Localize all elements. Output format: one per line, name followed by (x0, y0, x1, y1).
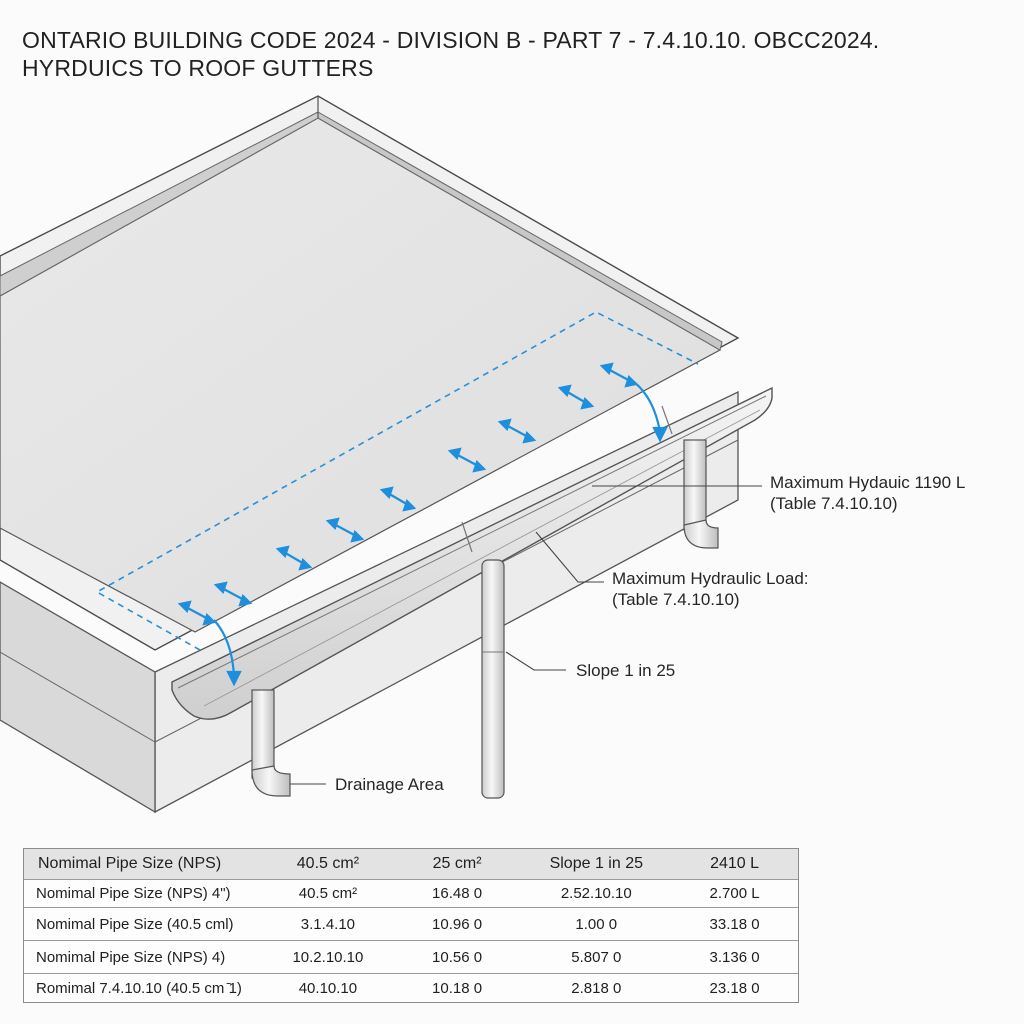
table-header-row: Nomimal Pipe Size (NPS) 40.5 cm² 25 cm² … (24, 849, 798, 879)
flow-double-arrow-icon (213, 581, 253, 607)
table-cell: 2.700 L (709, 884, 760, 902)
table-cell: 10.56 0 (432, 948, 483, 966)
leader-lines (290, 485, 762, 785)
callout-drainage-area: Drainage Area (335, 775, 444, 794)
flow-double-arrow-icon (599, 362, 639, 388)
flow-double-arrow-icon (379, 486, 417, 512)
table-header-cell: 2410 L (710, 854, 760, 872)
table-cell: 3.1.4.10 (300, 915, 356, 933)
table-row: Nomimal Pipe Size (40.5 cml) 3.1.4.10 10… (24, 907, 798, 941)
table-row: Romimal 7.4.10.10 (40.5 cm ̄1) 40.10.10 … (24, 973, 798, 1003)
downspout-right (683, 439, 719, 549)
downspout-arrow-icon (633, 381, 668, 443)
title-line-2: HYRDUICS TO ROOF GUTTERS (22, 55, 374, 81)
callout-max-hydraulic-load: Maximum Hydraulic Load: (Table 7.4.10.10… (612, 569, 809, 609)
flow-double-arrow-icon (447, 447, 487, 473)
table-cell: 1.00 0 (575, 915, 618, 933)
table-cell: Nomimal Pipe Size (NPS) 4) (36, 948, 226, 966)
gutter (171, 386, 773, 720)
table-cell: 3.136 0 (709, 948, 760, 966)
table-cell: Nomimal Pipe Size (40.5 cml) (36, 915, 234, 933)
table-cell: 2.52.10.10 (560, 884, 632, 902)
flow-double-arrow-icon (177, 600, 217, 626)
table-cell: 10.96 0 (432, 915, 483, 933)
table-cell: Nomimal Pipe Size (NPS) 4") (36, 884, 231, 902)
flow-double-arrow-icon (557, 384, 595, 410)
callout-max-hydraulic-1190: Maximum Hydauic 1190 L (Table 7.4.10.10) (770, 473, 966, 513)
table-cell: 16.48 0 (432, 884, 483, 902)
table-cell: 2.818 0 (571, 979, 622, 997)
table-header-cell: Slope 1 in 25 (549, 854, 643, 872)
vertical-pipe (481, 559, 505, 799)
table-header-cell: Nomimal Pipe Size (NPS) (38, 854, 222, 872)
table-cell: 10.2.10.10 (292, 948, 364, 966)
page-title: ONTARIO BUILDING CODE 2024 - DIVISION B … (22, 26, 879, 82)
table-cell: 23.18 0 (709, 979, 760, 997)
hydraulic-load-table: Nomimal Pipe Size (NPS) 40.5 cm² 25 cm² … (23, 848, 799, 1003)
downspout-arrow-icon (213, 619, 242, 687)
table-cell: 40.5 cm² (298, 884, 358, 902)
drainage-area-boundary (95, 311, 699, 651)
table-cell: 40.10.10 (298, 979, 358, 997)
title-line-1: ONTARIO BUILDING CODE 2024 - DIVISION B … (22, 27, 880, 53)
downspout-left (251, 689, 291, 797)
flow-double-arrow-icon (497, 418, 537, 444)
flow-double-arrow-icon (325, 517, 365, 543)
flow-double-arrow-icon (275, 545, 313, 571)
table-cell: 33.18 0 (709, 915, 760, 933)
table-cell: Romimal 7.4.10.10 (40.5 cm ̄1) (36, 979, 242, 997)
table-row: Nomimal Pipe Size (NPS) 4") 40.5 cm² 16.… (24, 879, 798, 908)
table-cell: 10.18 0 (432, 979, 483, 997)
flow-arrows (177, 362, 668, 687)
table-header-cell: 25 cm² (432, 854, 482, 872)
callout-slope: Slope 1 in 25 (576, 661, 676, 680)
table-cell: 5.807 0 (571, 948, 622, 966)
table-row: Nomimal Pipe Size (NPS) 4) 10.2.10.10 10… (24, 940, 798, 974)
table-header-cell: 40.5 cm² (296, 854, 360, 872)
